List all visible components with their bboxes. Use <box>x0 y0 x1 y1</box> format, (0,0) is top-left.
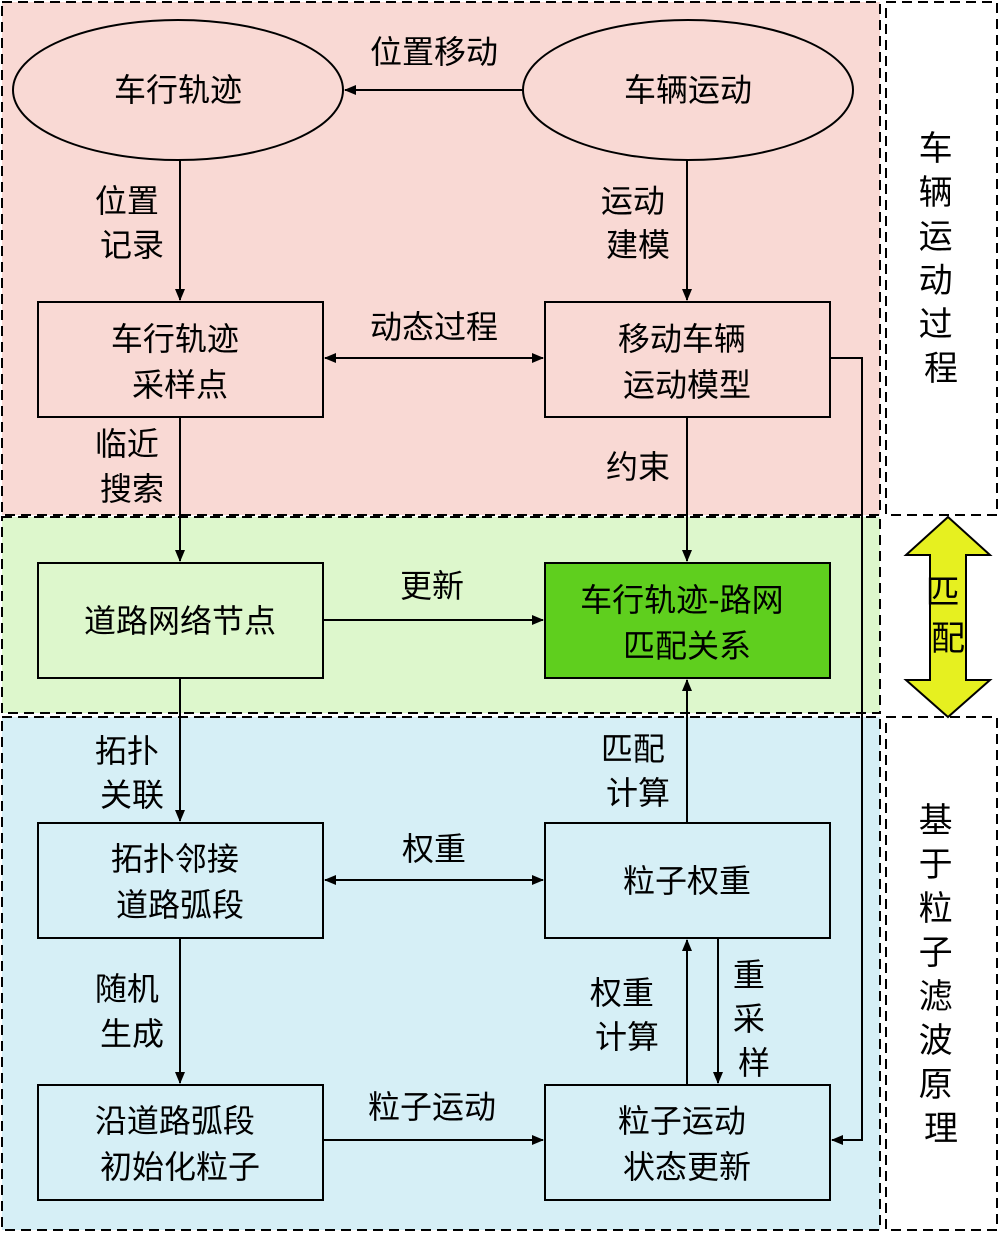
edge-topology-link-label: 拓扑 关联 <box>95 732 169 814</box>
node-init-particles <box>37 1084 324 1201</box>
side-label-vehicle-motion: 车 辆 运 动 过 程 <box>919 129 964 389</box>
node-road-nodes <box>37 562 324 679</box>
node-motion-model <box>544 301 831 418</box>
node-particle-weight-label: 粒子权重 <box>623 862 751 900</box>
node-trajectory-samples <box>37 301 324 418</box>
node-particle-update <box>544 1084 831 1201</box>
edge-update-label: 更新 <box>400 567 464 605</box>
node-trajectory-samples-label: 车行轨迹 采样点 <box>111 320 249 404</box>
node-trajectory-label: 车行轨迹 <box>114 71 242 109</box>
edge-resample-label: 重 采 样 <box>733 956 775 1082</box>
node-particle-update-label: 粒子运动 状态更新 <box>618 1102 756 1186</box>
node-motion-model-label: 移动车辆 运动模型 <box>618 320 756 404</box>
edge-weight-compute-label: 权重 计算 <box>590 974 664 1056</box>
edge-random-generate-label: 随机 生成 <box>95 970 169 1053</box>
node-trajectory <box>12 19 344 161</box>
edge-nearby-search-label: 临近 搜索 <box>95 425 169 508</box>
node-particle-weight <box>544 822 831 939</box>
node-road-nodes-label: 道路网络节点 <box>84 602 276 640</box>
node-adjacent-arcs-label: 拓扑邻接 道路弧段 <box>111 840 249 924</box>
edge-motion-modeling-label: 运动 建模 <box>601 182 675 264</box>
node-match-relation <box>544 562 831 679</box>
edge-constraint-label: 约束 <box>606 448 670 486</box>
edge-weight-label: 权重 <box>402 830 466 868</box>
node-vehicle-motion-label: 车辆运动 <box>624 71 752 109</box>
particle-filter-side-panel <box>885 716 998 1231</box>
edge-particle-motion-label: 粒子运动 <box>368 1088 496 1126</box>
side-label-particle-filter: 基 于 粒 子 滤 波 原 理 <box>919 801 964 1149</box>
edge-position-record-label: 位置 记录 <box>95 182 169 264</box>
edge-match-compute-label: 匹配 计算 <box>601 730 675 812</box>
edge-position-move-label: 位置移动 <box>370 33 498 71</box>
node-match-relation-label: 车行轨迹-路网 匹配关系 <box>580 581 794 665</box>
node-adjacent-arcs <box>37 822 324 939</box>
edge-model-to-update <box>830 357 863 1145</box>
node-init-particles-label: 沿道路弧段 初始化粒子 <box>95 1102 265 1186</box>
side-label-match: 匹 配 <box>926 573 971 659</box>
edge-dynamic-process-label: 动态过程 <box>370 308 498 346</box>
match-double-arrow-icon <box>903 515 993 719</box>
vehicle-motion-side-panel <box>885 1 998 516</box>
